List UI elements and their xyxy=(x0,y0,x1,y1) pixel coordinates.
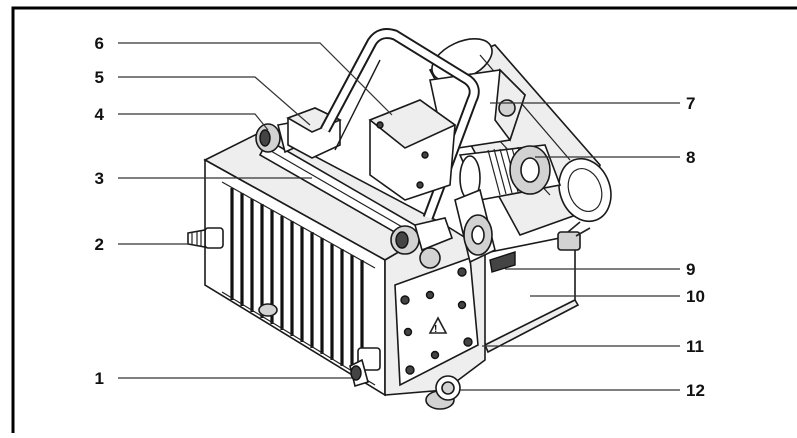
pump-feet xyxy=(258,303,455,410)
callout-label-8: 8 xyxy=(686,148,695,167)
gas-outlet-fitting xyxy=(187,227,224,249)
leader-lines xyxy=(118,42,680,391)
front-plate: ! xyxy=(394,256,479,387)
control-box xyxy=(368,99,457,201)
callout-label-2: 2 xyxy=(95,235,104,254)
callout-label-4: 4 xyxy=(95,105,105,124)
warning-symbol: ! xyxy=(434,324,437,335)
clamp-lever xyxy=(454,188,516,273)
callout-label-11: 11 xyxy=(686,337,704,356)
gas-ballast-valve xyxy=(435,375,461,401)
callout-label-7: 7 xyxy=(686,94,695,113)
callout-label-3: 3 xyxy=(95,169,104,188)
callout-label-12: 12 xyxy=(686,381,705,400)
cooling-fins xyxy=(221,181,376,386)
leader-5 xyxy=(118,76,311,126)
callout-label-5: 5 xyxy=(95,68,104,87)
callout-label-6: 6 xyxy=(95,34,104,53)
connecting-tube xyxy=(255,119,454,269)
tube-fitting-right xyxy=(390,217,454,269)
coupling-shaft xyxy=(458,144,562,201)
leader-6 xyxy=(118,42,393,116)
leader-4 xyxy=(118,113,269,131)
carrying-handle xyxy=(320,28,480,220)
callout-label-1: 1 xyxy=(95,369,104,388)
gas-inlet-fitting xyxy=(349,347,381,388)
callout-label-9: 9 xyxy=(686,260,695,279)
frame-border xyxy=(11,6,797,433)
callout-labels: 6 5 4 3 2 1 7 8 9 10 11 12 xyxy=(95,34,705,400)
pump-illustration: ! xyxy=(187,28,612,410)
callout-label-10: 10 xyxy=(686,287,705,306)
